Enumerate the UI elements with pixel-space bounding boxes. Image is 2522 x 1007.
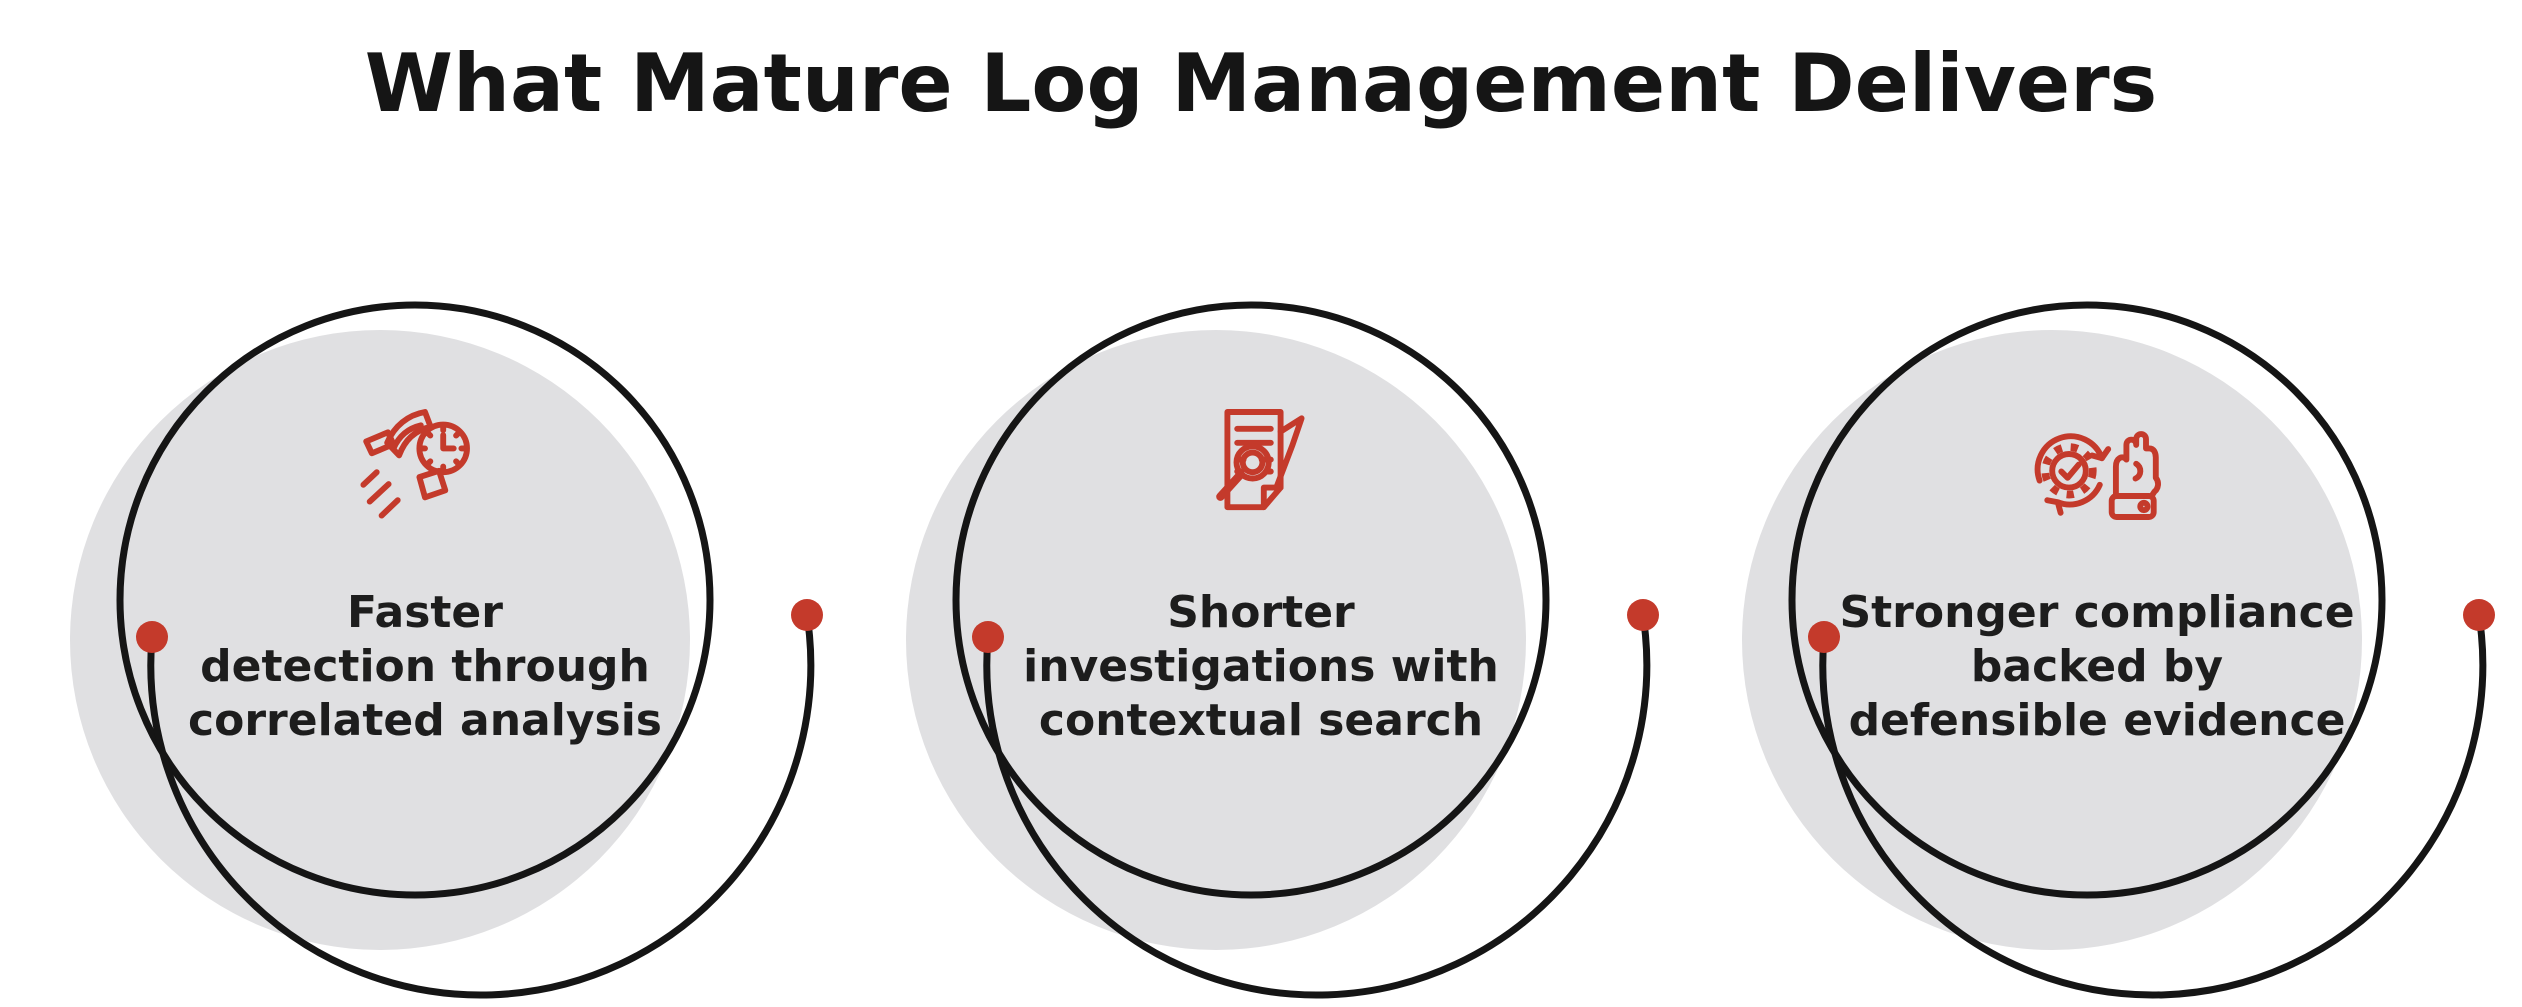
card-faster-detection: Faster detection through correlated anal…: [0, 0, 833, 1007]
card-text-line: Stronger compliance: [1839, 587, 2355, 638]
card-text-line: detection through: [200, 641, 650, 692]
card-label: Stronger compliance backed by defensible…: [1777, 586, 2417, 748]
card-text-line: Faster: [347, 587, 503, 638]
card-text-line: correlated analysis: [188, 695, 662, 746]
compliance-strength-icon: [2027, 398, 2167, 538]
card-text-line: backed by: [1970, 641, 2224, 692]
card-text-line: defensible evidence: [1848, 695, 2346, 746]
card-stronger-compliance: Stronger compliance backed by defensible…: [1669, 0, 2505, 1007]
card-text-line: investigations with: [1023, 641, 1499, 692]
speed-stopwatch-icon: [355, 398, 495, 538]
document-search-icon: [1191, 398, 1331, 538]
card-text-line: contextual search: [1038, 695, 1484, 746]
card-label: Shorter investigations with contextual s…: [941, 586, 1581, 748]
page-title: What Mature Log Management Delivers: [364, 37, 2158, 130]
card-shorter-investigations: Shorter investigations with contextual s…: [833, 0, 1669, 1007]
card-label: Faster detection through correlated anal…: [105, 586, 745, 748]
card-text-line: Shorter: [1167, 587, 1355, 638]
